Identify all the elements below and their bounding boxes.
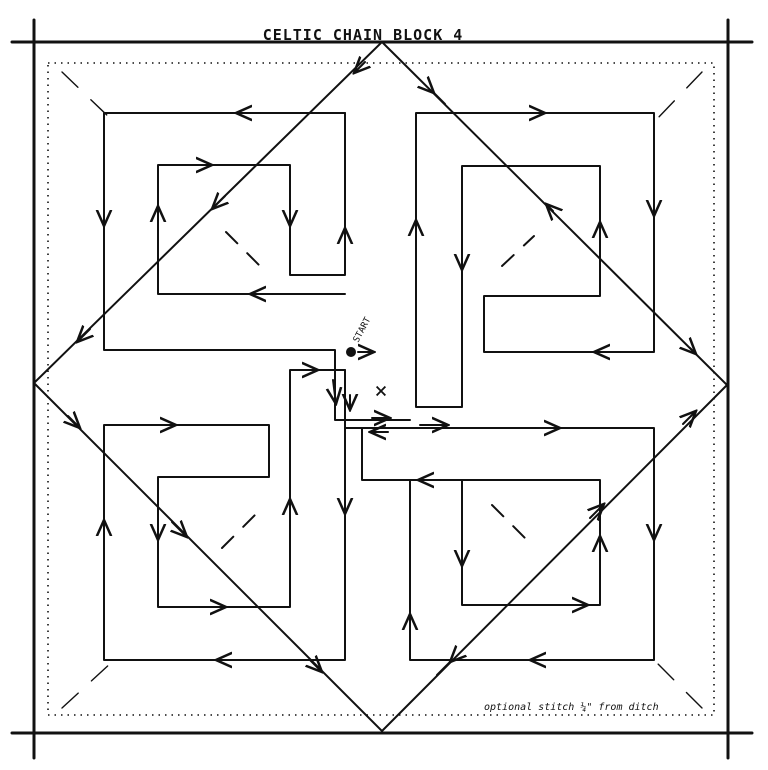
chain-unit-bottom-left: [104, 370, 345, 660]
diagram-title: CELTIC CHAIN BLOCK 4: [263, 26, 464, 44]
optional-stitch-border: [47, 62, 715, 716]
chain-unit-top-left: [104, 113, 411, 421]
diamond-arrows: [68, 62, 696, 676]
optional-stitch-note: optional stitch ¼" from ditch: [484, 701, 659, 713]
chain-unit-top-right: [416, 113, 654, 408]
center-mark: ×: [374, 379, 387, 404]
corner-dash-lines: [61, 71, 703, 709]
chain-unit-bottom-right: [361, 428, 654, 660]
start-point: [346, 347, 356, 357]
start-label: START: [352, 315, 374, 344]
center-stitch-path: [333, 352, 448, 432]
